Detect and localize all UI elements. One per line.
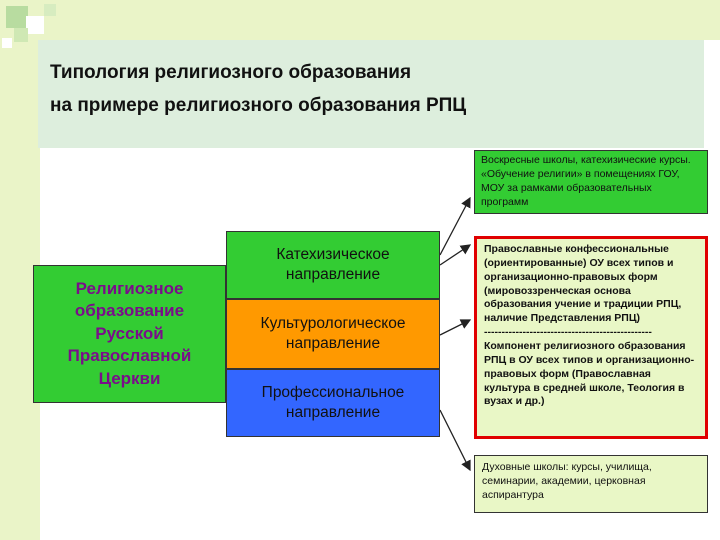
decorative-square <box>26 16 44 34</box>
decorative-square <box>44 4 56 16</box>
arrow-to-confessional <box>439 244 472 266</box>
title-panel: Типология религиозного образования на пр… <box>38 40 704 148</box>
decorative-square <box>14 28 28 42</box>
direction-label: Профессиональное <box>261 383 405 401</box>
arrow-to-component <box>439 319 472 336</box>
info-text-confessional: Православные конфессиональные (ориентиро… <box>484 243 682 325</box>
direction-culturological: Культурологическое направление <box>226 299 440 369</box>
direction-label: Культурологическое <box>260 314 406 332</box>
direction-professional: Профессиональное направление <box>226 369 440 437</box>
decorative-square <box>2 38 12 48</box>
info-sunday-schools: Воскресные школы, катехизические курсы. … <box>474 150 708 214</box>
info-spiritual-schools: Духовные школы: курсы, училища, семинари… <box>474 455 708 513</box>
direction-label: направление <box>285 266 381 283</box>
direction-label: Катехизическое <box>276 245 390 263</box>
decorative-square <box>6 6 28 28</box>
arrow-to-spiritual-schools <box>439 409 471 472</box>
root-node-religious-education: Религиозное образование Русской Правосла… <box>33 265 226 403</box>
info-separator: ----------------------------------------… <box>484 326 652 339</box>
root-line: образование <box>74 301 185 321</box>
root-line: Православной <box>67 346 192 366</box>
direction-catechetical: Катехизическое направление <box>226 231 440 299</box>
page-title: Типология религиозного образования <box>50 62 412 83</box>
info-confessional-and-component: Православные конфессиональные (ориентиро… <box>474 236 708 439</box>
info-text: Духовные школы: курсы, училища, семинари… <box>482 461 652 501</box>
root-line: Церкви <box>98 368 161 388</box>
direction-label: направление <box>285 335 381 352</box>
arrow-to-sunday-schools <box>439 196 471 256</box>
page-subtitle: на примере религиозного образования РПЦ <box>50 95 467 116</box>
info-text-component: Компонент религиозного образования РПЦ в… <box>484 340 695 408</box>
background-top-strip <box>0 0 720 40</box>
root-line: Религиозное <box>75 278 184 298</box>
root-line: Русской <box>95 323 164 343</box>
direction-label: направление <box>285 404 381 421</box>
info-text: Воскресные школы, катехизические курсы. … <box>481 154 691 208</box>
